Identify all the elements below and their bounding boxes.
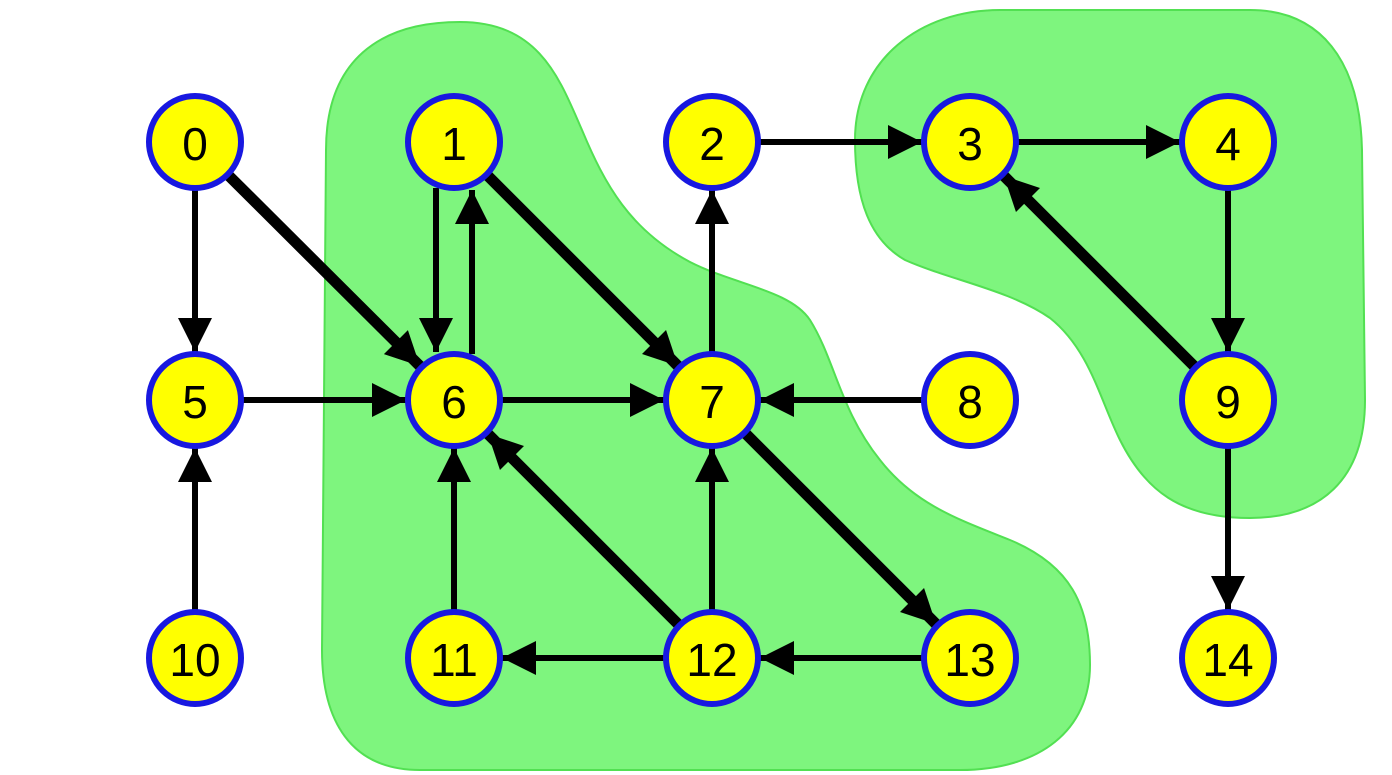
node-12: 12: [663, 609, 761, 707]
node-circle: [146, 351, 244, 449]
node-2: 2: [663, 93, 761, 191]
node-circle: [405, 609, 503, 707]
node-circle: [921, 609, 1019, 707]
node-9: 9: [1179, 351, 1277, 449]
node-8: 8: [921, 351, 1019, 449]
edge-7-to-13: [740, 428, 940, 628]
edge-9-to-3: [1000, 172, 1200, 372]
node-label: 5: [182, 376, 208, 428]
node-label: 9: [1215, 376, 1241, 428]
node-label: 1: [441, 118, 467, 170]
node-6: 6: [405, 351, 503, 449]
node-5: 5: [146, 351, 244, 449]
node-10: 10: [146, 609, 244, 707]
node-circle: [146, 93, 244, 191]
node-circle: [921, 93, 1019, 191]
node-circle: [663, 351, 761, 449]
node-label: 10: [169, 634, 220, 686]
node-circle: [663, 93, 761, 191]
node-3: 3: [921, 93, 1019, 191]
node-circle: [146, 609, 244, 707]
node-label: 4: [1215, 118, 1241, 170]
node-4: 4: [1179, 93, 1277, 191]
node-1: 1: [405, 93, 503, 191]
node-circle: [405, 93, 503, 191]
node-circle: [663, 609, 761, 707]
node-label: 2: [699, 118, 725, 170]
node-circle: [405, 351, 503, 449]
node-label: 13: [944, 634, 995, 686]
node-label: 8: [957, 376, 983, 428]
node-label: 11: [430, 634, 478, 686]
edge-12-to-6: [484, 430, 684, 630]
node-7: 7: [663, 351, 761, 449]
node-circle: [1179, 93, 1277, 191]
edge-0-to-6: [223, 170, 424, 371]
node-label: 14: [1202, 634, 1253, 686]
edges: [178, 125, 1245, 675]
node-13: 13: [921, 609, 1019, 707]
edge-1-to-7: [482, 170, 682, 370]
component-region-3-4-9: [853, 9, 1367, 520]
node-label: 6: [441, 376, 467, 428]
node-label: 0: [182, 118, 208, 170]
node-0: 0: [146, 93, 244, 191]
node-circle: [1179, 609, 1277, 707]
node-11: 11: [405, 609, 503, 707]
node-label: 7: [699, 376, 725, 428]
node-label: 3: [957, 118, 983, 170]
node-circle: [1179, 351, 1277, 449]
node-14: 14: [1179, 609, 1277, 707]
node-label: 12: [686, 634, 737, 686]
node-circle: [921, 351, 1019, 449]
